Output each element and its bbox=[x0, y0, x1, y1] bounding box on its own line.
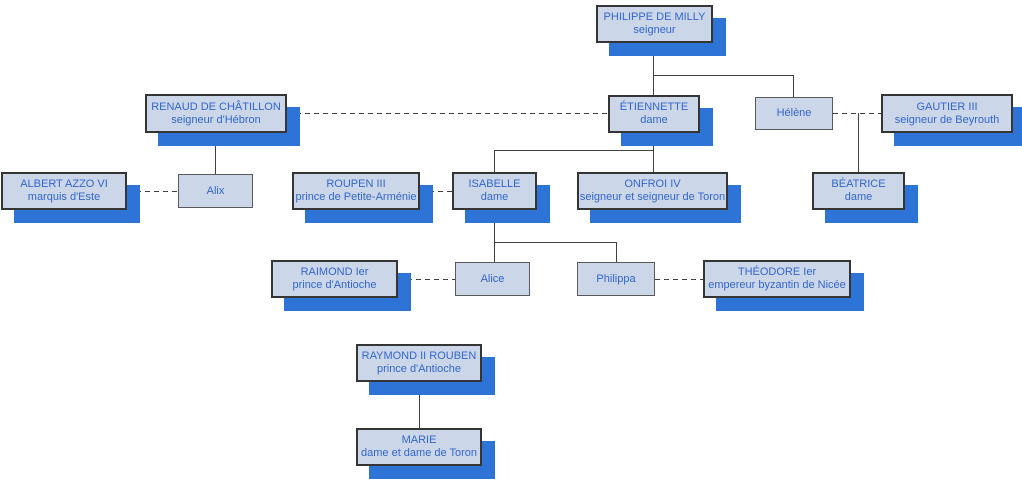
marriage-line-roupen-isabelle bbox=[420, 191, 452, 192]
person-title: dame bbox=[640, 114, 668, 126]
person-node-alice[interactable]: Alice bbox=[455, 262, 530, 296]
person-name: MARIE bbox=[401, 434, 437, 446]
person-title: prince de Petite-Arménie bbox=[295, 191, 417, 203]
connector-children-bar-top bbox=[653, 75, 794, 76]
person-name: Hélène bbox=[776, 107, 812, 119]
person-name: RAYMOND II ROUBEN bbox=[361, 350, 477, 362]
person-name: ROUPEN III bbox=[326, 178, 386, 190]
person-title: empereur byzantin de Nicée bbox=[708, 279, 846, 291]
connector-renaud-alix bbox=[215, 133, 216, 174]
person-node-renaud-de-chatillon[interactable]: RENAUD DE CHÂTILLON seigneur d'Hébron bbox=[145, 94, 287, 133]
connector-children-bar-lower bbox=[494, 242, 617, 243]
connector-isabelle-drop bbox=[494, 150, 495, 172]
marriage-line-philippa-theodore bbox=[655, 279, 703, 280]
person-node-raimond-ier[interactable]: RAIMOND Ier prince d'Antioche bbox=[271, 260, 398, 298]
person-name: PHILIPPE DE MILLY bbox=[603, 11, 706, 23]
person-name: GAUTIER III bbox=[916, 100, 978, 113]
connector-philippe-down bbox=[653, 43, 654, 76]
person-title: seigneur et seigneur de Toron bbox=[579, 191, 726, 203]
marriage-line-raimond-alice bbox=[398, 279, 455, 280]
person-name: ÉTIENNETTE bbox=[619, 101, 689, 113]
marriage-line-renaud-etiennette bbox=[287, 113, 608, 114]
connector-etiennette-drop bbox=[653, 75, 654, 96]
connector-philippa-drop bbox=[616, 242, 617, 262]
person-node-beatrice[interactable]: BÉATRICE dame bbox=[812, 172, 905, 210]
person-title: seigneur de Beyrouth bbox=[894, 113, 1000, 126]
person-name: RENAUD DE CHÂTILLON bbox=[151, 100, 281, 113]
person-node-gautier-iii[interactable]: GAUTIER III seigneur de Beyrouth bbox=[881, 94, 1013, 133]
marriage-line-helene-gautier bbox=[833, 113, 881, 114]
connector-raymond2-marie bbox=[419, 382, 420, 428]
person-node-philippe-de-milly[interactable]: PHILIPPE DE MILLY seigneur bbox=[596, 5, 713, 43]
person-name: ISABELLE bbox=[468, 178, 521, 190]
person-node-helene[interactable]: Hélène bbox=[755, 97, 833, 130]
person-name: Alice bbox=[480, 272, 505, 285]
person-node-alix[interactable]: Alix bbox=[178, 174, 253, 208]
person-node-philippa[interactable]: Philippa bbox=[577, 262, 655, 296]
person-title: prince d'Antioche bbox=[292, 279, 377, 291]
person-title: dame bbox=[480, 191, 509, 203]
person-name: ALBERT AZZO VI bbox=[20, 178, 108, 190]
person-node-marie[interactable]: MARIE dame et dame de Toron bbox=[356, 428, 482, 466]
person-node-isabelle[interactable]: ISABELLE dame bbox=[452, 172, 537, 210]
person-title: prince d'Antioche bbox=[376, 363, 462, 375]
person-name: RAIMOND Ier bbox=[300, 266, 369, 278]
person-title: seigneur d'Hébron bbox=[171, 113, 261, 126]
person-title: dame et dame de Toron bbox=[361, 447, 477, 459]
person-node-roupen-iii[interactable]: ROUPEN III prince de Petite-Arménie bbox=[292, 172, 420, 210]
person-title: seigneur bbox=[633, 24, 676, 36]
person-name: THÉODORE Ier bbox=[737, 266, 817, 278]
connector-helene-drop bbox=[793, 75, 794, 98]
person-name: Alix bbox=[206, 184, 225, 197]
person-name: BÉATRICE bbox=[831, 178, 886, 190]
person-title: dame bbox=[844, 191, 873, 203]
person-node-raymond-ii-rouben[interactable]: RAYMOND II ROUBEN prince d'Antioche bbox=[356, 344, 482, 382]
marriage-line-albert-alix bbox=[127, 191, 178, 192]
person-node-onfroi-iv[interactable]: ONFROI IV seigneur et seigneur de Toron bbox=[577, 172, 728, 210]
connector-isabelle-down bbox=[494, 210, 495, 242]
person-name: Philippa bbox=[596, 272, 636, 285]
person-node-theodore-ier[interactable]: THÉODORE Ier empereur byzantin de Nicée bbox=[703, 260, 851, 298]
person-node-etiennette[interactable]: ÉTIENNETTE dame bbox=[608, 95, 700, 133]
connector-etiennette-onfroi bbox=[653, 133, 654, 172]
person-node-albert-azzo-vi[interactable]: ALBERT AZZO VI marquis d'Este bbox=[1, 172, 127, 210]
connector-alice-drop bbox=[494, 242, 495, 262]
person-title: marquis d'Este bbox=[27, 191, 101, 203]
person-name: ONFROI IV bbox=[624, 178, 681, 190]
connector-children-bar-middle bbox=[494, 150, 654, 151]
connector-beatrice-drop bbox=[858, 113, 859, 172]
